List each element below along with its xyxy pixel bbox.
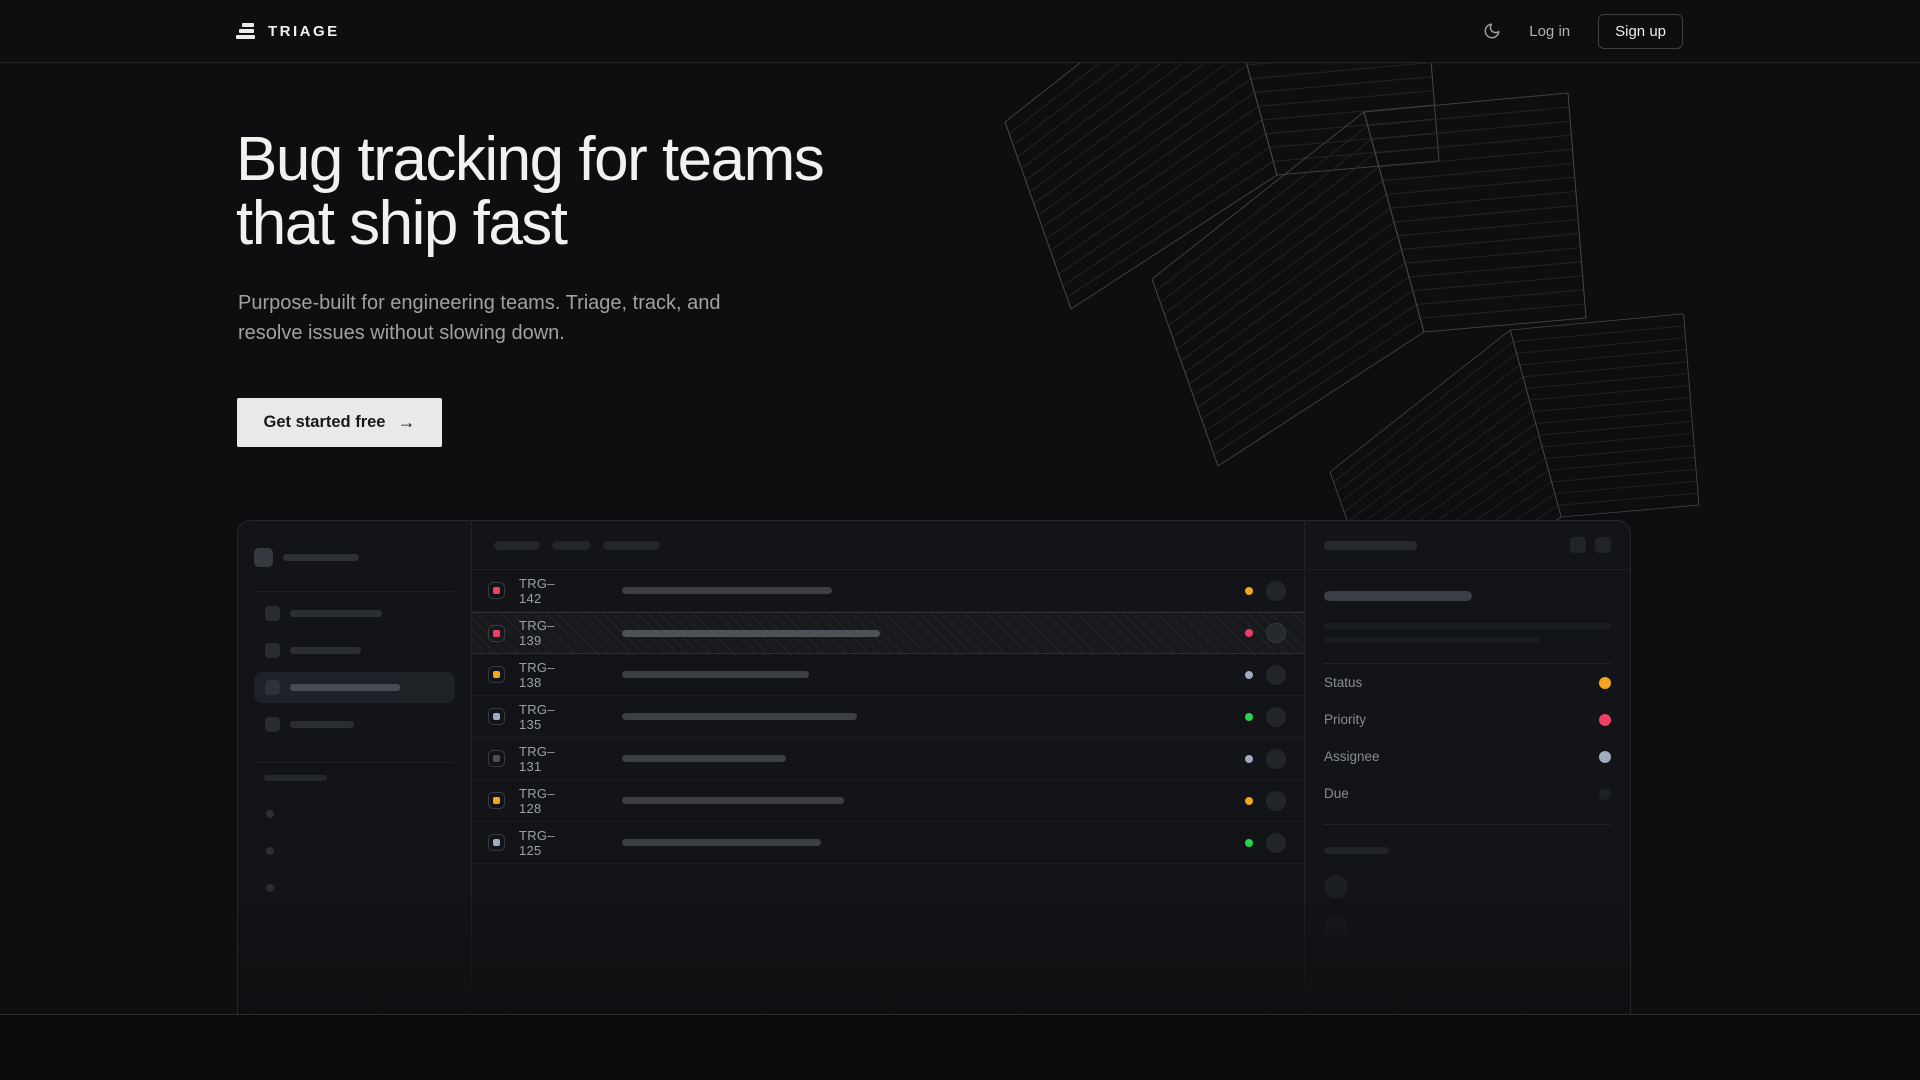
issue-type-icon: [488, 666, 505, 683]
issue-row: TRG–135: [472, 696, 1304, 738]
arrow-right-icon: →: [397, 412, 416, 432]
issue-assignee-avatar: [1266, 790, 1286, 811]
detail-section-skeleton: [1324, 847, 1389, 854]
detail-desc-skeleton: [1324, 637, 1539, 643]
issue-assignee-avatar: [1266, 623, 1286, 643]
nav-actions: Log in Sign up: [1483, 13, 1683, 49]
sidebar-item-skeleton: [254, 598, 455, 629]
detail-field-label: Priority: [1324, 712, 1367, 727]
issue-assignee-avatar: [1266, 664, 1286, 685]
triage-logo-icon: [236, 23, 256, 39]
issue-type-icon: [488, 582, 505, 599]
issue-id: TRG–142: [519, 575, 555, 606]
issue-list-header: [472, 521, 1304, 570]
detail-field-row: Assignee: [1324, 738, 1611, 775]
detail-avatar-skeleton: [1324, 875, 1348, 899]
issue-row: TRG–138: [472, 654, 1304, 696]
issue-id: TRG–128: [519, 785, 555, 816]
issue-type-icon: [488, 708, 505, 725]
detail-avatar-skeleton: [1324, 915, 1348, 939]
sidebar-dot: [266, 884, 274, 892]
mockup-workspace: [254, 548, 455, 567]
issue-row: TRG–125: [472, 822, 1304, 864]
issue-assignee-avatar: [1266, 832, 1286, 853]
issue-status-dot: [1245, 670, 1253, 679]
issue-row: TRG–139: [472, 612, 1304, 654]
issue-id: TRG–131: [519, 743, 555, 774]
issue-assignee-avatar: [1266, 706, 1286, 727]
detail-title-skeleton: [1324, 591, 1472, 601]
detail-header: [1305, 521, 1630, 570]
issue-type-icon: [488, 792, 505, 809]
issue-status-dot: [1245, 754, 1253, 763]
brand-name: TRIAGE: [268, 22, 340, 40]
issue-title-skeleton: [622, 587, 832, 594]
detail-field-value-dot: [1599, 787, 1611, 800]
issue-status-dot: [1245, 796, 1253, 805]
hero-title-line2: that ship fast: [236, 189, 568, 258]
hero-title: Bug tracking for teams that ship fast: [236, 125, 825, 258]
top-nav: TRIAGE Log in Sign up: [0, 0, 1920, 63]
sidebar-item-skeleton: [254, 709, 455, 740]
moon-icon[interactable]: [1483, 22, 1501, 40]
issue-status-dot: [1245, 586, 1253, 595]
detail-field-row: Status: [1324, 664, 1611, 701]
issue-row: TRG–131: [472, 738, 1304, 780]
get-started-button[interactable]: Get started free →: [237, 398, 442, 447]
workspace-name-skeleton: [283, 554, 359, 561]
issue-id: TRG–139: [519, 618, 555, 648]
issue-title-skeleton: [622, 797, 844, 804]
signup-button[interactable]: Sign up: [1598, 13, 1683, 49]
issue-status-dot: [1245, 712, 1253, 721]
detail-field-value-dot: [1599, 750, 1611, 763]
issue-type-icon: [488, 750, 505, 767]
sidebar-section-skeleton: [264, 775, 327, 781]
issue-type-icon: [488, 624, 505, 642]
detail-desc-skeleton: [1324, 623, 1611, 629]
detail-header-button: [1595, 537, 1611, 553]
mockup-detail-panel: Status Priority Assignee Due: [1305, 521, 1630, 1014]
hero-subtitle: Purpose-built for engineering teams. Tri…: [238, 292, 721, 344]
brand-logo[interactable]: TRIAGE: [236, 23, 340, 40]
next-section-strip: [0, 1014, 1920, 1080]
issue-id: TRG–135: [519, 701, 555, 732]
detail-field-row: Priority: [1324, 701, 1611, 738]
issue-id: TRG–138: [519, 659, 555, 690]
issue-id: TRG–125: [519, 827, 555, 858]
sidebar-dot: [266, 810, 274, 818]
issue-status-dot: [1245, 838, 1253, 847]
workspace-avatar: [254, 548, 273, 567]
mockup-issue-list: TRG–142 TRG–139: [471, 521, 1305, 1014]
issue-row: TRG–128: [472, 780, 1304, 822]
detail-field-label: Status: [1324, 675, 1363, 690]
hero-title-line1: Bug tracking for teams: [236, 125, 825, 194]
issue-title-skeleton: [622, 671, 809, 678]
mockup-sidebar: [238, 521, 471, 1014]
detail-field-value-dot: [1599, 713, 1611, 726]
sidebar-item-skeleton-active: [254, 672, 455, 703]
issue-title-skeleton: [622, 629, 880, 637]
app-mockup: TRG–142 TRG–139: [237, 520, 1631, 1014]
detail-field-value-dot: [1599, 676, 1611, 689]
detail-field-label: Assignee: [1324, 749, 1380, 764]
hero-section: Bug tracking for teams that ship fast Pu…: [0, 63, 1920, 520]
detail-field-row: Due: [1324, 775, 1611, 812]
issue-row: TRG–142: [472, 570, 1304, 612]
detail-header-button: [1570, 537, 1586, 553]
issue-assignee-avatar: [1266, 748, 1286, 769]
sidebar-dot: [266, 847, 274, 855]
issue-assignee-avatar: [1266, 580, 1286, 601]
issue-status-dot: [1245, 629, 1253, 637]
sidebar-item-skeleton: [254, 635, 455, 666]
detail-field-label: Due: [1324, 786, 1349, 801]
issue-title-skeleton: [622, 839, 821, 846]
issue-type-icon: [488, 834, 505, 851]
login-link[interactable]: Log in: [1529, 22, 1571, 40]
issue-title-skeleton: [622, 713, 857, 720]
issue-title-skeleton: [622, 755, 786, 762]
